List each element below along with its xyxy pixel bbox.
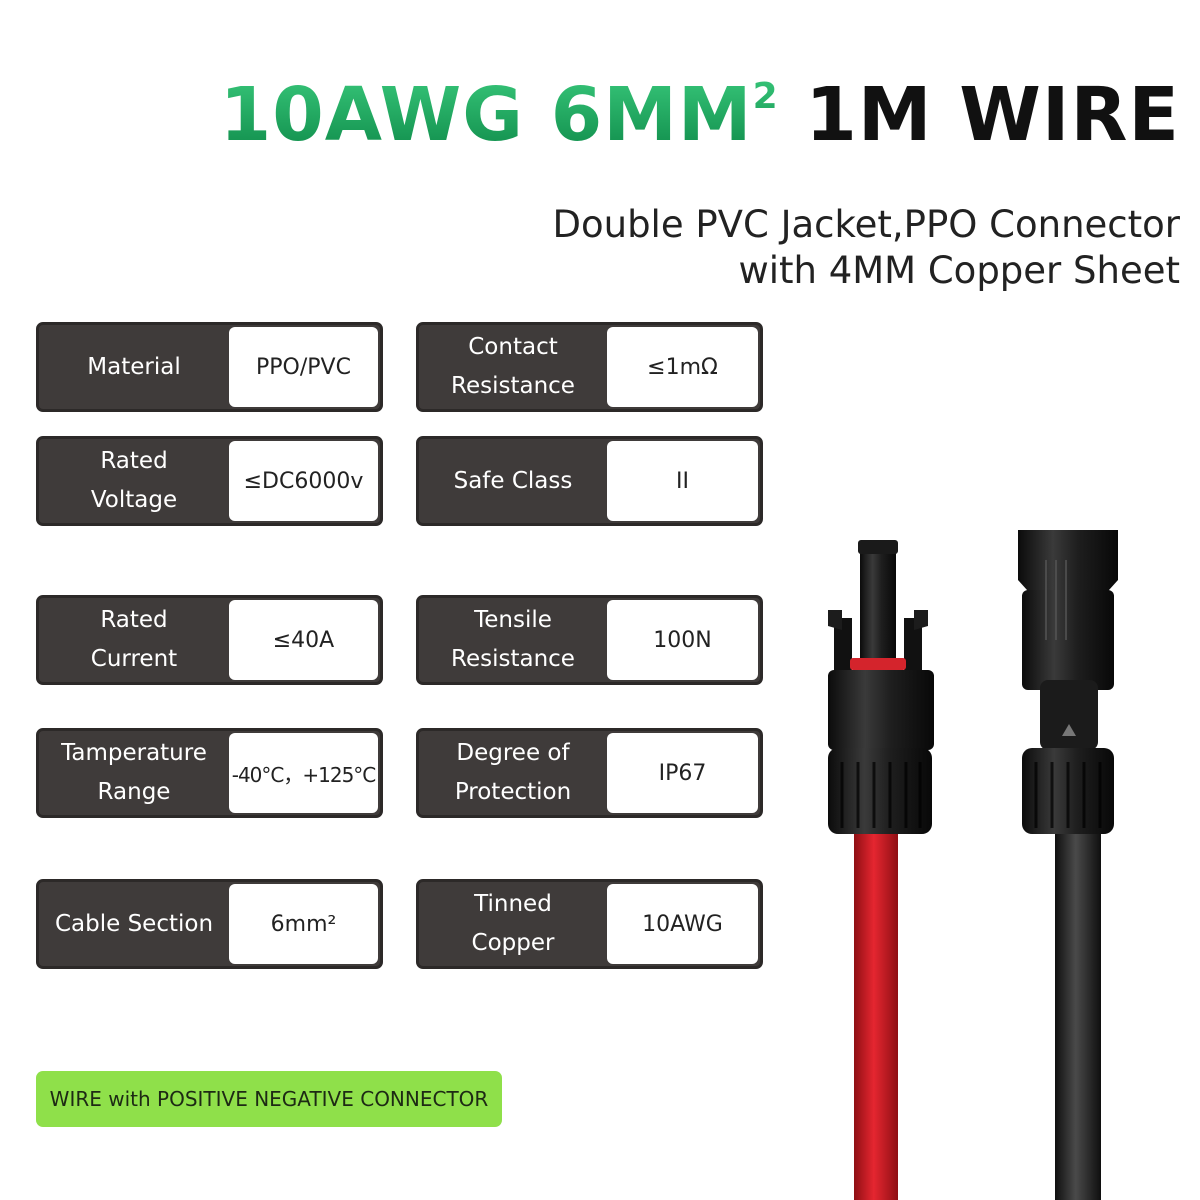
negative-wire (1055, 830, 1101, 1200)
spec-value: ≤1mΩ (607, 327, 758, 407)
spec-degree-of-protection: Degree of Protection IP67 (416, 728, 763, 818)
spec-label: Tinned Copper (471, 891, 555, 956)
spec-label: Tensile Resistance (451, 607, 575, 672)
spec-material: Material PPO/PVC (36, 322, 383, 412)
spec-cable-section: Cable Section 6mm² (36, 879, 383, 969)
feature-badge: WIRE with POSITIVE NEGATIVE CONNECTOR (36, 1071, 502, 1127)
spec-label: Rated Voltage (90, 448, 178, 513)
spec-label: Safe Class (453, 467, 573, 494)
spec-temperature-range: Tamperature Range -40°C，+125°C (36, 728, 383, 818)
product-title: 10AWG 6MM2 1M WIRE (220, 78, 1180, 152)
spec-value: 6mm² (229, 884, 378, 964)
product-photo (828, 530, 1118, 1200)
spec-tinned-copper: Tinned Copper 10AWG (416, 879, 763, 969)
spec-label: Rated Current (90, 607, 178, 672)
positive-wire (854, 830, 898, 1200)
spec-value: 100N (607, 600, 758, 680)
female-connector (1018, 530, 1118, 834)
spec-rated-voltage: Rated Voltage ≤DC6000v (36, 436, 383, 526)
spec-value: IP67 (607, 733, 758, 813)
product-subtitle: Double PVC Jacket,PPO Connector with 4MM… (552, 202, 1180, 294)
male-connector (828, 540, 934, 834)
spec-contact-resistance: Contact Resistance ≤1mΩ (416, 322, 763, 412)
spec-label: Degree of Protection (454, 740, 572, 805)
spec-label: Contact Resistance (451, 334, 575, 399)
spec-rated-current: Rated Current ≤40A (36, 595, 383, 685)
spec-value: 10AWG (607, 884, 758, 964)
spec-value: -40°C，+125°C (229, 733, 378, 813)
spec-value: ≤DC6000v (229, 441, 378, 521)
subtitle-line-1: Double PVC Jacket,PPO Connector (552, 203, 1180, 246)
spec-value: II (607, 441, 758, 521)
spec-label: Tamperature Range (61, 740, 207, 805)
subtitle-line-2: with 4MM Copper Sheet (738, 249, 1180, 292)
spec-tensile-resistance: Tensile Resistance 100N (416, 595, 763, 685)
spec-value: ≤40A (229, 600, 378, 680)
title-spec: 10AWG 6MM2 (219, 72, 779, 158)
spec-label: Material (87, 353, 181, 380)
spec-label: Cable Section (54, 910, 214, 937)
spec-safe-class: Safe Class II (416, 436, 763, 526)
spec-value: PPO/PVC (229, 327, 378, 407)
title-length: 1M WIRE (805, 72, 1180, 158)
